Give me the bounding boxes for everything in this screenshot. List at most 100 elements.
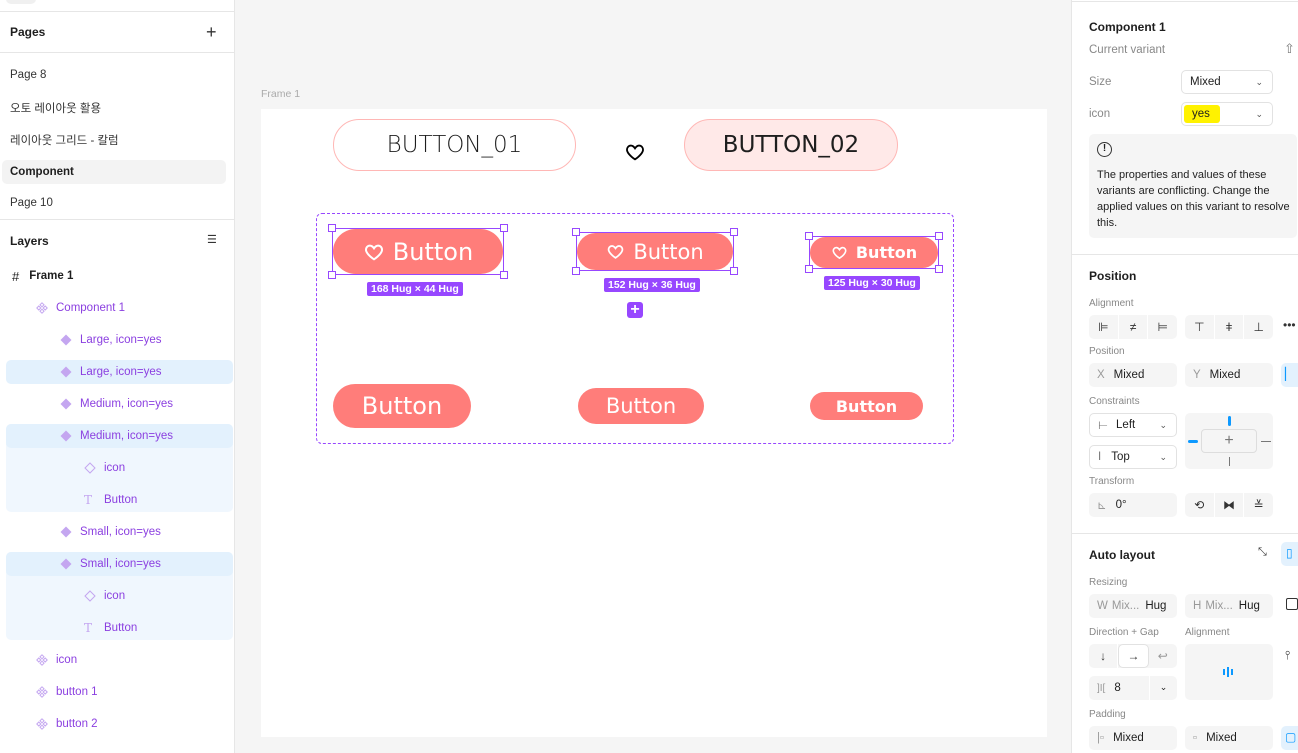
selection-box[interactable]	[332, 228, 504, 275]
variant-button[interactable]: Button	[577, 233, 733, 270]
layer-item[interactable]: icon	[6, 648, 233, 672]
variant-button[interactable]: Button	[333, 229, 503, 274]
size-select[interactable]: Mixed⌄	[1181, 70, 1273, 94]
layer-item[interactable]: button 1	[6, 680, 233, 704]
layer-frame-1[interactable]: #Frame 1	[12, 268, 74, 284]
align-bottom-icon[interactable]: ⊥	[1253, 320, 1264, 334]
more-icon[interactable]: •••	[1283, 318, 1296, 332]
button-02[interactable]: BUTTON_02	[684, 119, 898, 171]
transform-group[interactable]: ⟲⧓ ≚	[1185, 493, 1273, 517]
horizontal-direction-icon[interactable]: →	[1118, 644, 1149, 668]
resize-handle[interactable]	[572, 228, 580, 236]
vertical-padding-field[interactable]: ▫Mixed	[1185, 726, 1273, 750]
dimension-label: 168 Hug × 44 Hug	[367, 282, 463, 296]
align-top-icon[interactable]: ⊤	[1185, 315, 1215, 339]
layer-item[interactable]: Large, icon=yes	[6, 360, 233, 384]
layer-label: Large, icon=yes	[80, 334, 162, 346]
layer-item[interactable]: Medium, icon=yes	[6, 424, 233, 448]
resize-handle[interactable]	[935, 265, 943, 273]
layer-item[interactable]: icon	[6, 584, 233, 608]
align-center-icon[interactable]: ≠	[1119, 315, 1149, 339]
add-page-icon[interactable]: +	[206, 22, 217, 42]
layer-item[interactable]: Small, icon=yes	[6, 520, 233, 544]
layer-item[interactable]: button 2	[6, 712, 233, 736]
left-panel: Pages + Page 8 오토 레이아웃 활용 레이아웃 그리드 - 칼럼 …	[0, 0, 235, 753]
horizontal-constraint-select[interactable]: ⊢Left⌄	[1089, 413, 1177, 437]
advanced-settings-icon[interactable]: ⫯	[1285, 648, 1291, 662]
icon-select[interactable]: yes⌄	[1181, 102, 1273, 126]
variant-button[interactable]: Button	[810, 237, 938, 268]
variant-icon	[60, 366, 80, 378]
variant-button[interactable]: Button	[578, 388, 704, 424]
button-01[interactable]: BUTTON_01	[333, 119, 576, 171]
collapse-layers-icon[interactable]: ☰	[207, 234, 217, 246]
resize-handle[interactable]	[730, 267, 738, 275]
layer-item[interactable]: Medium, icon=yes	[6, 392, 233, 416]
horizontal-padding-field[interactable]: |▫Mixed	[1089, 726, 1177, 750]
selection-box[interactable]	[809, 236, 939, 269]
selection-box[interactable]	[576, 232, 734, 271]
direction-group[interactable]: ↓→ ↩	[1089, 644, 1177, 668]
variant-button[interactable]: Button	[333, 384, 471, 428]
add-variant-button[interactable]: +	[627, 302, 643, 318]
resize-handle[interactable]	[328, 271, 336, 279]
pages-title: Pages	[10, 25, 46, 39]
layer-item[interactable]: Large, icon=yes	[6, 328, 233, 352]
resize-handle[interactable]	[730, 228, 738, 236]
vertical-direction-icon[interactable]: ↓	[1089, 644, 1119, 668]
alignment-grid[interactable]	[1185, 644, 1273, 700]
vertical-align-group[interactable]: ⊤ǂ ⊥	[1185, 315, 1273, 339]
variant-icon	[60, 334, 80, 346]
variant-button[interactable]: Button	[810, 392, 923, 420]
direction-gap-label: Direction + Gap	[1089, 627, 1159, 638]
layer-item[interactable]: Small, icon=yes	[6, 552, 233, 576]
clip-content-icon[interactable]	[1286, 598, 1298, 610]
page-item[interactable]: 오토 레이아웃 활용	[10, 103, 102, 115]
upload-icon[interactable]: ⇧	[1284, 41, 1295, 56]
page-item[interactable]: Component	[10, 166, 74, 178]
rotate-icon[interactable]: ⟲	[1185, 493, 1215, 517]
align-left-icon[interactable]: ⊫	[1089, 315, 1119, 339]
wrap-icon[interactable]: ↩	[1157, 649, 1168, 663]
resize-handle[interactable]	[935, 232, 943, 240]
align-middle-icon[interactable]: ǂ	[1215, 315, 1245, 339]
heart-icon[interactable]	[624, 141, 646, 166]
auto-layout-toggle-icon[interactable]: ▯	[1281, 542, 1298, 566]
resize-handle[interactable]	[328, 224, 336, 232]
auto-layout-title: Auto layout	[1089, 548, 1155, 562]
resize-handle[interactable]	[500, 224, 508, 232]
layer-item[interactable]: Component 1	[6, 296, 233, 320]
individual-padding-icon[interactable]: ▢	[1281, 726, 1298, 750]
resize-handle[interactable]	[805, 232, 813, 240]
page-item[interactable]: 레이아웃 그리드 - 칼럼	[10, 135, 119, 147]
page-item[interactable]: Page 8	[10, 69, 47, 81]
resizing-label: Resizing	[1089, 577, 1128, 588]
horizontal-align-group[interactable]: ⊫≠ ⊨	[1089, 315, 1177, 339]
size-label: Size	[1089, 76, 1112, 88]
layer-item[interactable]: icon	[6, 456, 233, 480]
collapse-icon[interactable]: ⤡	[1258, 546, 1267, 558]
page-item-active[interactable]	[2, 160, 226, 184]
component-set-outline[interactable]	[316, 213, 954, 444]
chevron-down-icon[interactable]: ⌄	[1149, 676, 1177, 700]
align-right-icon[interactable]: ⊨	[1157, 320, 1168, 334]
constraint-widget[interactable]: +	[1185, 413, 1273, 469]
resize-handle[interactable]	[500, 271, 508, 279]
button-label: Button	[605, 394, 677, 418]
rotation-field[interactable]: ⊾0°	[1089, 493, 1177, 517]
resize-handle[interactable]	[572, 267, 580, 275]
flip-vertical-icon[interactable]: ≚	[1253, 498, 1264, 512]
gap-field[interactable]: ]I[8⌄	[1089, 676, 1177, 700]
layer-label: Button	[104, 622, 138, 634]
flip-horizontal-icon[interactable]: ⧓	[1215, 493, 1245, 517]
page-item[interactable]: Page 10	[10, 197, 53, 209]
resize-handle[interactable]	[805, 265, 813, 273]
constraint-toggle-icon[interactable]: ▏	[1281, 363, 1298, 387]
